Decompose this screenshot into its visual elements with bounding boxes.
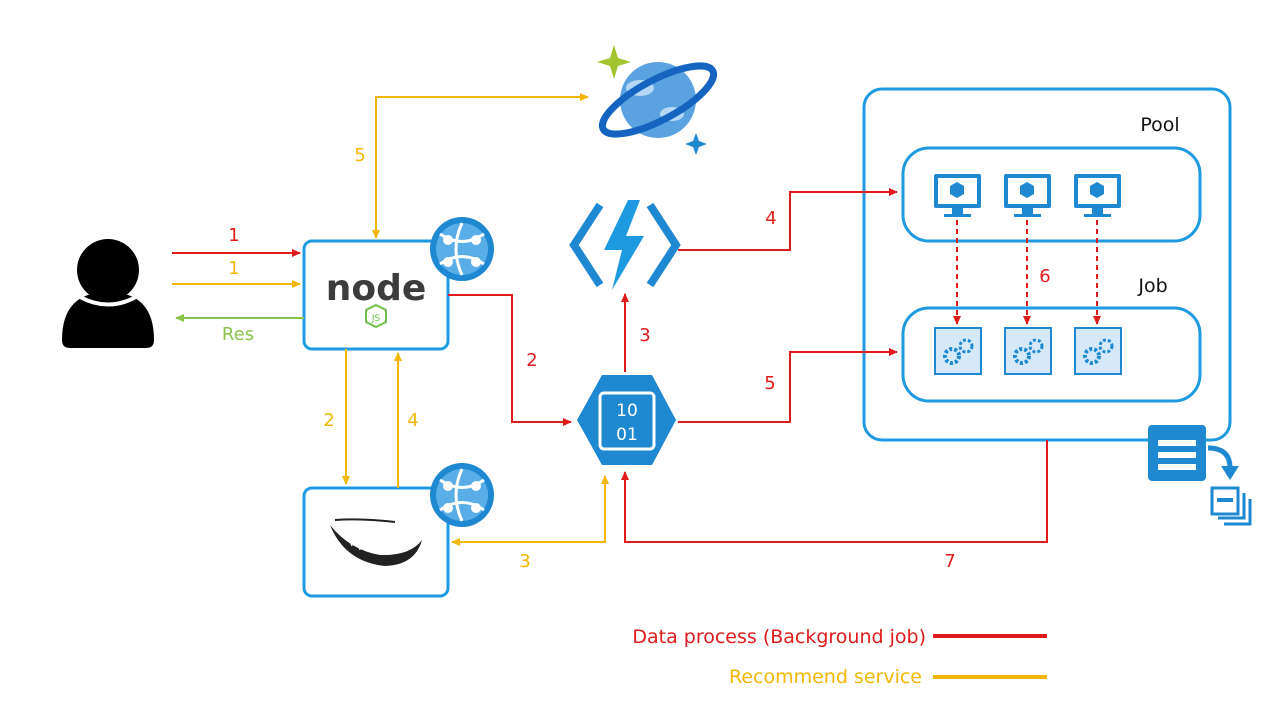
cosmos-db-icon [597,45,718,155]
azure-function-icon [569,200,681,290]
step-label: 2 [323,410,334,431]
job-label: Job [1137,275,1167,297]
flask-app-box [302,486,450,598]
arrow-node-to-queue [448,294,572,426]
legend-red-label: Data process (Background job) [632,626,926,648]
step-label: 5 [764,373,775,394]
step-label: 1 [228,225,239,246]
binary-data-icon: 10 01 [577,375,676,465]
virtual-machine-icon [1004,174,1051,217]
binary-text-bottom: 01 [616,425,638,445]
export-list-icon [1148,425,1252,526]
node-logo-text: node [326,268,427,309]
step-label: 4 [407,410,418,431]
legend: Data process (Background job) Recommend … [632,626,1047,688]
legend-yellow-label: Recommend service [729,666,922,688]
step-label: 4 [765,208,776,229]
response-label: Res [222,324,254,345]
arrow-batch-to-queue [621,440,1048,543]
web-app-globe-icon [430,217,494,281]
web-app-globe-icon [430,463,494,527]
step-label: 1 [228,258,239,279]
nodejs-logo: node JS [326,268,427,329]
user-icon [62,239,154,348]
js-badge-text: JS [371,314,381,324]
step-label: 3 [639,325,650,346]
pool-box [901,146,1202,243]
arrow-function-to-pool [678,188,898,251]
step-label: 6 [1039,266,1050,287]
binary-text-top: 10 [616,401,638,421]
step-label: 2 [526,350,537,371]
step-label: 5 [354,145,365,166]
task-gear-icon [1004,327,1052,375]
step-label: 3 [519,551,530,572]
virtual-machine-icon [934,174,981,217]
step-label: 7 [944,551,955,572]
batch-container: Pool Job [862,87,1232,442]
nodejs-app-box: node JS [302,239,450,351]
arrow-queue-to-job [678,348,898,423]
virtual-machine-icon [1074,174,1121,217]
task-gear-icon [934,327,982,375]
flask-logo [330,518,422,566]
task-gear-icon [1074,327,1122,375]
arrow-node-to-cosmos [375,93,589,236]
pool-label: Pool [1140,114,1179,136]
